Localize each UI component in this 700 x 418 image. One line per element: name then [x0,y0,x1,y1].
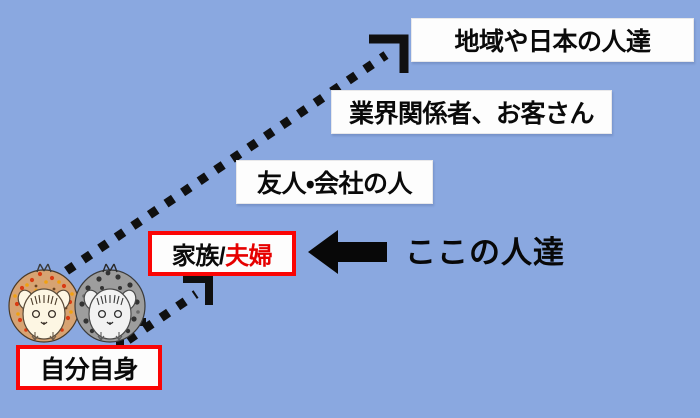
label-text-family-black: 家族/ [171,243,226,270]
label-text-self: 自分自身 [39,355,139,384]
label-box-family: 家族/夫婦 [148,231,296,276]
hedgehog-gray-icon [74,263,146,343]
hedgehog-pair [6,252,146,350]
label-text-friends: 友人・会社の人 [256,170,413,198]
hedgehog-orange-icon [8,263,80,343]
label-box-region: 地域や日本の人達 [411,18,694,62]
label-text-family-red: 夫婦 [225,243,273,270]
left-block-arrow-icon [308,230,387,274]
label-box-friends: 友人・会社の人 [236,160,433,204]
label-box-industry: 業界関係者、お客さん [331,90,612,134]
callout-text: ここの人達 [405,234,565,270]
label-text-region: 地域や日本の人達 [454,28,651,56]
callout-group: ここの人達 [308,228,565,276]
label-text-industry: 業界関係者、お客さん [348,100,595,128]
label-box-self: 自分自身 [16,345,162,390]
